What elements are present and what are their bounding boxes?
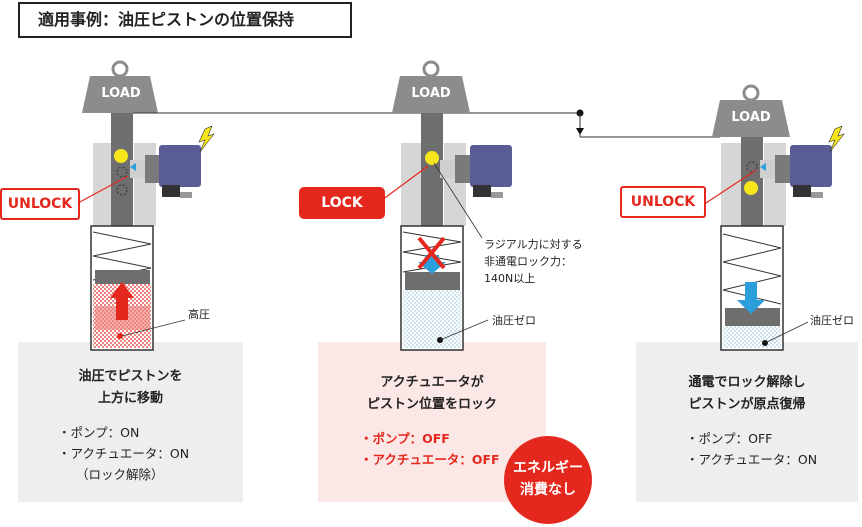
stage3-item: ・ポンプ：OFF bbox=[686, 431, 773, 446]
stage1-actuator-motor bbox=[159, 145, 201, 187]
stage2-items: ・ポンプ：OFF ・アクチュエータ：OFF bbox=[318, 428, 546, 470]
stage3-item: ・アクチュエータ：ON bbox=[686, 452, 818, 467]
stage2-energy-badge: エネルギー 消費なし bbox=[504, 436, 592, 524]
stage1-description: 油圧でピストンを 上方に移動 ・ポンプ：ON ・アクチュエータ：ON （ロック解… bbox=[18, 366, 243, 485]
stage3-description: 通電でロック解除し ピストンが原点復帰 ・ポンプ：OFF ・アクチュエータ：ON bbox=[636, 372, 858, 470]
stage1-item: （ロック解除） bbox=[76, 467, 164, 482]
stage3-pressure-label: 油圧ゼロ bbox=[810, 314, 854, 327]
stage1-heading-line: 油圧でピストンを bbox=[78, 369, 183, 384]
stage3-down-arrow bbox=[737, 282, 765, 314]
stage3-status-label: UNLOCK bbox=[620, 186, 706, 218]
badge-line: 消費なし bbox=[520, 482, 576, 498]
stage3-panel-bg bbox=[636, 342, 858, 502]
stage2-heading-line: ピストン位置をロック bbox=[366, 397, 497, 412]
stage3-heading-line: 通電でロック解除し bbox=[688, 375, 806, 390]
force-note-line: 140N以上 bbox=[484, 272, 536, 285]
stage2-pressure-label: 油圧ゼロ bbox=[492, 314, 536, 327]
stage3-items: ・ポンプ：OFF ・アクチュエータ：ON bbox=[636, 428, 858, 470]
stage3-piston-head bbox=[725, 308, 780, 326]
stage1-lock-point bbox=[114, 149, 128, 163]
force-note-line: 非通電ロック力： bbox=[484, 255, 572, 268]
stage2-assembly bbox=[381, 60, 512, 351]
stage1-power-icon bbox=[198, 125, 215, 153]
stage3-load-weight bbox=[712, 100, 790, 137]
page-title: 適用事例：油圧ピストンの位置保持 bbox=[18, 2, 352, 38]
stage1-items: ・ポンプ：ON ・アクチュエータ：ON （ロック解除） bbox=[18, 422, 243, 485]
stage2-zero-pressure-fluid bbox=[403, 290, 461, 348]
stage2-heading-line: アクチュエータが bbox=[380, 375, 484, 390]
stage1-heading-line: 上方に移動 bbox=[97, 391, 163, 406]
stage1-load-label: LOAD bbox=[101, 86, 141, 101]
stage1-item: ・アクチュエータ：ON bbox=[58, 446, 190, 461]
stage1-pressure-label: 高圧 bbox=[188, 308, 210, 321]
stage2-actuator-motor bbox=[470, 145, 512, 187]
badge-line: エネルギー bbox=[513, 460, 583, 476]
stage2-status-label: LOCK bbox=[299, 187, 385, 219]
force-note-line: ラジアル力に対する bbox=[484, 238, 583, 251]
stage3-actuator-motor bbox=[790, 145, 832, 187]
stage2-force-note: ラジアル力に対する 非通電ロック力： 140N以上 bbox=[484, 236, 583, 287]
stage2-lock-point bbox=[425, 151, 439, 165]
stage2-load-label: LOAD bbox=[411, 86, 451, 101]
stage3-assembly bbox=[705, 84, 845, 351]
stage1-up-arrow bbox=[110, 282, 134, 320]
stage1-status-label: UNLOCK bbox=[0, 188, 80, 220]
stage1-item: ・ポンプ：ON bbox=[58, 425, 140, 440]
stage2-item: ・ポンプ：OFF bbox=[360, 431, 450, 446]
stage1-piston-head bbox=[95, 270, 150, 284]
stage3-heading-line: ピストンが原点復帰 bbox=[688, 397, 806, 412]
stage2-description: アクチュエータが ピストン位置をロック ・ポンプ：OFF ・アクチュエータ：OF… bbox=[318, 372, 546, 470]
stage3-power-icon bbox=[828, 125, 845, 153]
stage2-item: ・アクチュエータ：OFF bbox=[360, 452, 500, 467]
stage1-load-weight bbox=[82, 76, 158, 113]
stage1-load-hook bbox=[111, 60, 129, 78]
stage3-lock-point bbox=[744, 181, 758, 195]
stage2-piston-head bbox=[405, 272, 460, 290]
stage2-load-weight bbox=[392, 76, 470, 113]
stage3-load-label: LOAD bbox=[731, 110, 771, 125]
stage1-panel-bg bbox=[18, 342, 243, 502]
stage3-zero-pressure-fluid bbox=[723, 326, 781, 348]
stage1-assembly bbox=[77, 60, 215, 351]
